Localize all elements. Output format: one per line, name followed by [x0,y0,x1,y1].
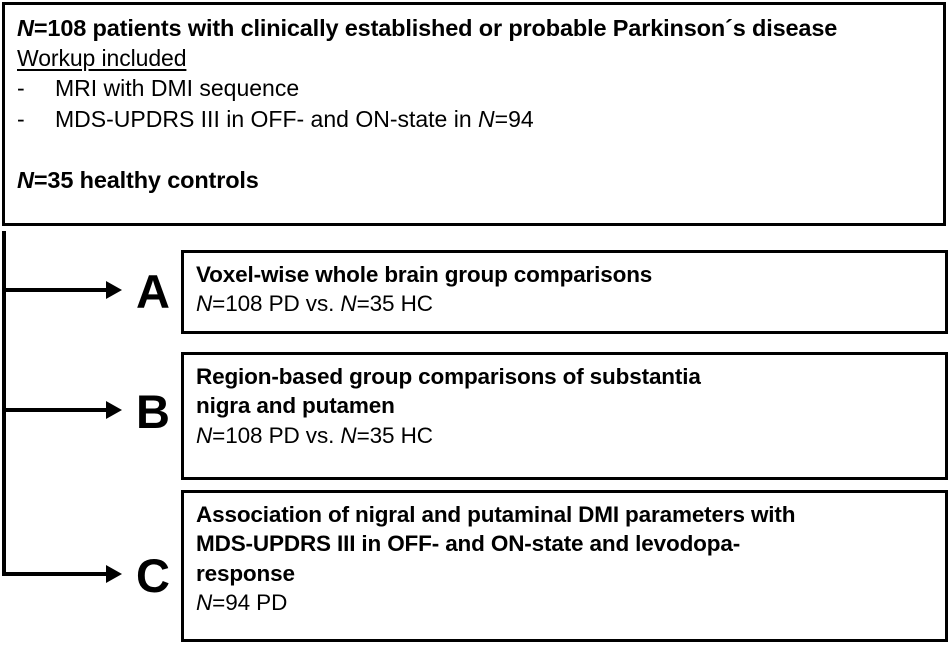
cohort-heading-text: =108 patients with clinically establishe… [33,15,838,41]
branch-a-title: Voxel-wise whole brain group comparisons [196,262,653,287]
branch-letter-c: C [136,549,170,602]
arrow-head-b-icon [106,401,122,419]
branch-c-title-line1: Association of nigral and putaminal DMI … [196,502,796,527]
branch-c-title-line3: response [196,560,295,586]
workup-label: Workup included [17,44,187,71]
workup-bullet-1: - MRI with DMI sequence [17,73,933,104]
branch-a-subtitle: N=108 PD vs. N=35 HC [196,291,433,317]
branch-letter-b: B [136,385,170,438]
arrow-head-c-icon [106,565,122,583]
branch-letter-a: A [136,265,170,318]
controls-italic-n: N [17,167,34,194]
cohort-box: N=108 patients with clinically establish… [2,2,946,226]
bullet-mark-icon: - [17,106,25,133]
workup-bullet-2: - MDS-UPDRS III in OFF- and ON-state in … [17,104,933,135]
branch-c-title-line2: MDS-UPDRS III in OFF- and ON-state and l… [196,531,741,557]
cohort-heading: N=108 patients with clinically establish… [17,13,933,44]
workup-bullet-2-text: MDS-UPDRS III in OFF- and ON-state in N=… [55,106,534,133]
bullet-mark-icon: - [17,75,25,102]
cohort-heading-italic-n: N [17,15,34,41]
arrow-stem-b [2,408,108,412]
workup-bullet-1-text: MRI with DMI sequence [55,75,300,102]
arrow-head-a-icon [106,281,122,299]
branch-box-c: Association of nigral and putaminal DMI … [181,490,948,642]
controls-line: N=35 healthy controls [17,165,933,196]
branch-box-b: Region-based group comparisons of substa… [181,352,948,480]
connector-trunk [2,231,6,576]
branch-b-title-line1: Region-based group comparisons of substa… [196,364,701,389]
arrow-stem-c [2,572,108,576]
arrow-stem-a [2,288,108,292]
branch-c-subtitle: N=94 PD [196,590,288,616]
branch-b-title-line2: nigra and putamen [196,393,395,419]
branch-box-a: Voxel-wise whole brain group comparisons… [181,250,948,334]
controls-text: =35 healthy controls [33,167,259,194]
spacer [17,135,933,165]
branch-b-subtitle: N=108 PD vs. N=35 HC [196,422,433,448]
